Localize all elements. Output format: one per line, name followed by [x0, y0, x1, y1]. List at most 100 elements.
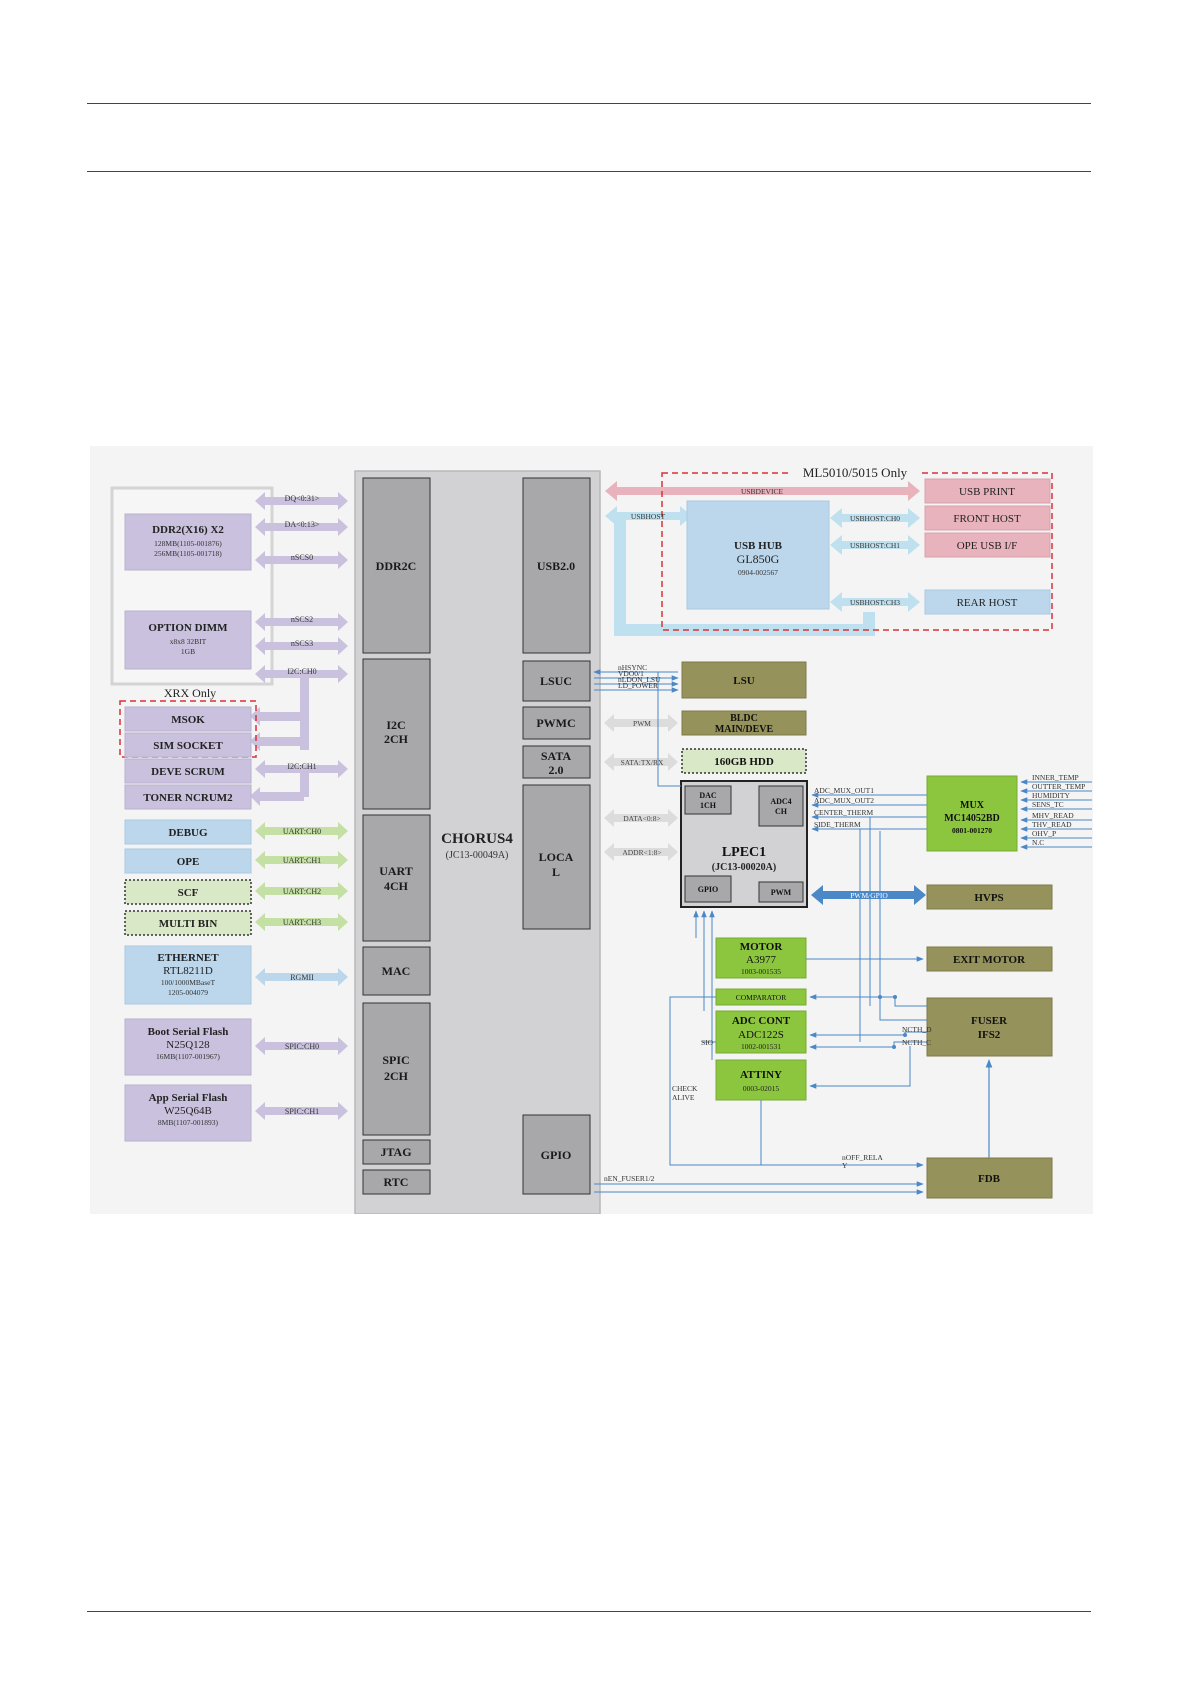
svg-text:OPE: OPE	[177, 856, 200, 868]
usbhost-label: USBHOST	[631, 512, 666, 521]
toner-branch-arrow	[250, 787, 304, 806]
motor-block: MOTOR A3977 1003-001535	[715, 937, 807, 979]
sata-ver-label: 2.0	[549, 763, 564, 777]
adc-sig-4: SIDE_THERM	[814, 820, 861, 829]
svg-text:x8x8 32BIT: x8x8 32BIT	[170, 637, 207, 646]
spic1-bus-arrow	[255, 1102, 348, 1120]
svg-text:OPTION DIMM: OPTION DIMM	[148, 622, 228, 634]
adc-sig-1: ADC_MUX_OUT1	[814, 786, 874, 795]
data-bus-label: DATA<0:8>	[623, 814, 660, 823]
svg-text:COMPARATOR: COMPARATOR	[736, 993, 786, 1002]
lsuc-block	[522, 660, 591, 702]
dac-block: DAC 1CH	[684, 785, 732, 815]
svg-text:MAIN/DEVE: MAIN/DEVE	[715, 724, 774, 735]
sata-block	[522, 745, 591, 779]
svg-text:REAR HOST: REAR HOST	[957, 597, 1018, 609]
svg-text:CH: CH	[775, 807, 788, 816]
svg-text:USB PRINT: USB PRINT	[959, 486, 1015, 498]
lsu-block: LSU	[681, 661, 807, 699]
sata-signal-label: SATA:TX/RX	[621, 758, 664, 767]
junction-dots	[878, 995, 907, 1049]
debug-block: DEBUG	[124, 819, 252, 845]
ml5010-only-label: ML5010/5015 Only	[803, 465, 908, 480]
lsu-sig-3: nLDON_LSU	[618, 675, 661, 684]
jtag-block	[362, 1139, 431, 1165]
i2c-block	[362, 658, 431, 810]
uart2-label: UART:CH2	[283, 887, 321, 896]
svg-text:SIM SOCKET: SIM SOCKET	[153, 740, 223, 752]
i2c-label: I2C	[386, 718, 405, 732]
spic0-bus-arrow	[255, 1037, 348, 1055]
usbhost0-arrow	[830, 508, 920, 528]
svg-text:FDB: FDB	[978, 1173, 1001, 1185]
lpec-gpio-block: GPIO	[684, 875, 732, 903]
pwmc-block	[522, 706, 591, 740]
footer-rule	[87, 1611, 1091, 1612]
local-block	[522, 784, 591, 930]
pwmc-label: PWMC	[536, 716, 575, 730]
uart2-bus-arrow	[255, 882, 348, 900]
ncth-c-label: NCTH_C	[902, 1038, 931, 1047]
mux-in-1: INNER_TEMP	[1032, 773, 1079, 782]
multi-bin-block: MULTI BIN	[124, 910, 252, 936]
ncs2-bus-arrow	[255, 613, 348, 631]
ncs0-label: nSCS0	[291, 553, 313, 562]
noff-relay-label: nOFF_RELA	[842, 1153, 883, 1162]
bldc-block: BLDC MAIN/DEVE	[681, 710, 807, 736]
control-signal-lines	[594, 672, 927, 1195]
rgmii-label: RGMII	[290, 973, 314, 982]
svg-text:LPEC1: LPEC1	[722, 845, 766, 860]
sim-branch-arrow	[250, 732, 304, 751]
option-dimm-block: OPTION DIMM x8x8 32BIT 1GB	[124, 610, 252, 670]
uart-block	[362, 814, 431, 942]
mac-label: MAC	[382, 964, 411, 978]
ncs3-bus-arrow	[255, 637, 348, 655]
usbhost3-loop	[614, 520, 875, 636]
svg-text:0801-001270: 0801-001270	[952, 826, 992, 835]
pwm-arrow	[604, 714, 678, 732]
svg-text:HVPS: HVPS	[974, 892, 1003, 904]
mux-in-4: SENS_TC	[1032, 800, 1064, 809]
lpec-pwm-block: PWM	[758, 881, 804, 903]
uart-bus-arrows	[255, 822, 348, 931]
svg-text:App Serial Flash: App Serial Flash	[149, 1092, 228, 1104]
adc-sig-2: ADC_MUX_OUT2	[814, 796, 874, 805]
svg-text:USB HUB: USB HUB	[734, 540, 783, 552]
adc4-block: ADC4 CH	[758, 785, 804, 827]
usbhost3-arrow	[830, 592, 920, 612]
svg-text:1205-004079: 1205-004079	[168, 988, 208, 997]
i2c0-bus-arrow	[255, 665, 348, 683]
lsu-sig-2: VDO0/1	[618, 669, 644, 678]
usb20-block	[522, 477, 591, 654]
svg-text:DEBUG: DEBUG	[168, 827, 208, 839]
check-label: CHECK	[672, 1084, 698, 1093]
svg-text:256MB(1105-001718): 256MB(1105-001718)	[154, 549, 222, 558]
fuser-block: FUSER IFS2	[926, 997, 1053, 1057]
usbhost0-label: USBHOST:CH0	[850, 514, 900, 523]
spic-block	[362, 1002, 431, 1136]
svg-text:ADC CONT: ADC CONT	[732, 1015, 791, 1027]
alive-label: ALIVE	[672, 1093, 695, 1102]
svg-text:TONER NCRUM2: TONER NCRUM2	[143, 792, 233, 804]
pwm-gpio-label: PWM/GPIO	[850, 891, 888, 900]
usbhost-arrow	[605, 506, 692, 526]
svg-text:ATTINY: ATTINY	[740, 1069, 782, 1081]
xrx-only-label: XRX Only	[164, 686, 216, 700]
ncth-d-label: NCTH_D	[902, 1025, 932, 1034]
comparator-block: COMPARATOR	[715, 988, 807, 1006]
svg-text:FRONT HOST: FRONT HOST	[953, 513, 1021, 525]
svg-text:SCF: SCF	[178, 887, 199, 899]
left-bus-arrows	[250, 492, 348, 806]
svg-text:MUX: MUX	[960, 800, 985, 811]
sata-arrow	[604, 753, 678, 771]
header-bottom-rule	[87, 171, 1091, 172]
da-label: DA<0:13>	[285, 520, 320, 529]
svg-text:PWM: PWM	[771, 888, 792, 897]
svg-text:EXIT MOTOR: EXIT MOTOR	[953, 954, 1026, 966]
svg-text:ADC122S: ADC122S	[738, 1029, 784, 1041]
svg-text:1003-001535: 1003-001535	[741, 967, 781, 976]
usbdevice-arrow	[605, 481, 920, 501]
svg-text:DEVE SCRUM: DEVE SCRUM	[151, 766, 225, 778]
usb-print-block: USB PRINT	[924, 478, 1051, 504]
gpio-block	[522, 1114, 591, 1195]
